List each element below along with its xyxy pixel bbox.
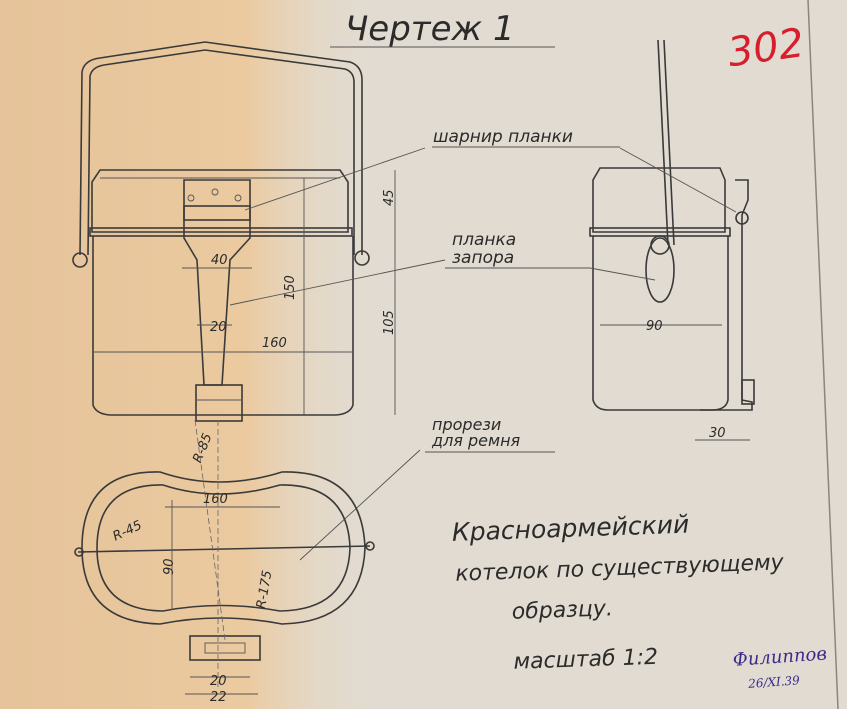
rivet (187, 194, 195, 202)
caption-scale: масштаб 1:2 (513, 645, 658, 675)
side-handle-inner (663, 39, 675, 246)
leader-latch-side (589, 267, 656, 281)
leader-slots (299, 449, 421, 561)
side-view: 90 30 (589, 39, 755, 441)
top-strap-loop (189, 635, 261, 661)
hinge-knuckle (183, 205, 251, 221)
top-handle-end (365, 541, 375, 551)
dim-bottom-22: 22 (210, 690, 227, 705)
label-latch-2: запора (452, 248, 514, 268)
dim-top-160: 160 (203, 492, 228, 507)
leader-hinge-front (244, 147, 426, 211)
projection-line (194, 419, 226, 641)
dim-160: 160 (262, 336, 287, 351)
dim-30: 30 (709, 426, 726, 441)
drawing-title: Чертеж 1 (345, 9, 515, 49)
hinge-pin (735, 211, 749, 225)
top-handle-bar (77, 545, 371, 553)
rivet (211, 188, 219, 196)
top-handle-end (74, 547, 84, 557)
dim-top-90: 90 (162, 558, 177, 575)
dim-40: 40 (211, 253, 228, 268)
dim-20: 20 (210, 320, 227, 335)
caption-line-3: образцу. (511, 596, 613, 625)
top-inner-outline (96, 484, 351, 612)
dim-45: 45 (382, 189, 397, 206)
sheet-number: 302 (725, 20, 807, 76)
side-lid (592, 167, 726, 233)
lid (91, 169, 349, 233)
label-hinge: шарнир планки (433, 127, 573, 147)
hinge-bracket (700, 179, 753, 411)
side-handle (657, 39, 669, 246)
dim-90: 90 (646, 319, 663, 334)
side-latch (645, 237, 675, 303)
sheet-border (807, 0, 839, 709)
label-latch-1: планка (452, 230, 516, 250)
side-latch-ring (650, 235, 670, 255)
bail-handle (79, 41, 363, 256)
top-strap-slot (204, 642, 246, 654)
right-lug (354, 250, 370, 266)
paper-stain (0, 0, 380, 709)
dim-bottom-20: 20 (210, 674, 227, 689)
left-lug (72, 252, 88, 268)
dim-150: 150 (283, 275, 298, 300)
side-body (592, 236, 729, 411)
leader-latch-front (229, 259, 446, 306)
top-outline (81, 471, 366, 625)
side-strap-loop (741, 379, 755, 405)
label-slots-2: для ремня (431, 431, 521, 450)
dim-105: 105 (382, 310, 397, 335)
leader-hinge-side (619, 147, 737, 213)
front-view: 45 40 150 20 160 105 (72, 41, 397, 422)
rim-band (89, 227, 353, 237)
label-slots-1: прорези (432, 415, 501, 434)
dim-r175: R-175 (254, 569, 275, 610)
strap-loop (195, 384, 243, 422)
rivet (234, 194, 242, 202)
pot-body (92, 236, 354, 416)
bail-handle-inner (87, 49, 355, 256)
signature-date: 26/XI.39 (747, 673, 801, 691)
